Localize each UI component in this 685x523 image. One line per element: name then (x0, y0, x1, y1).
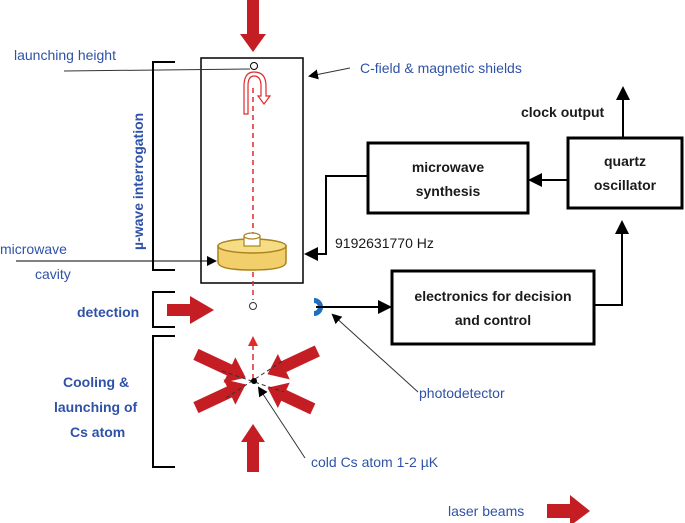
electronics-block (390, 269, 596, 346)
laser-beams-legend-label: laser beams (448, 503, 524, 519)
cooling-label-3: Cs atom (70, 424, 125, 440)
clock-output-label: clock output (521, 104, 605, 120)
c-field-leader (308, 67, 351, 80)
synthesis-label-1: microwave (412, 159, 485, 175)
electronics-to-quartz-line (594, 220, 629, 306)
atom-trajectory-turn-icon (243, 71, 272, 115)
bracket-detection (152, 291, 175, 328)
bracket-cooling (152, 335, 175, 468)
synthesis-to-cavity-line (304, 175, 368, 261)
photodetector-leader (331, 313, 419, 393)
detection-point-marker (249, 302, 257, 310)
electronics-label-2: and control (455, 312, 531, 328)
quartz-oscillator-block (566, 136, 684, 210)
launching-height-marker (250, 62, 258, 70)
detection-label: detection (77, 304, 139, 320)
laser-arrow-bottom (241, 424, 265, 472)
quartz-label-1: quartz (604, 153, 646, 169)
mu-wave-interrogation-label: µ-wave interrogation (130, 113, 146, 250)
microwave-cavity-label-1: microwave (0, 241, 67, 257)
bracket-mu-wave (152, 61, 175, 271)
launching-height-label: launching height (14, 47, 116, 63)
cooling-label-2: launching of (54, 399, 138, 415)
photodetector-label: photodetector (419, 385, 505, 401)
laser-arrow-detection (167, 296, 214, 324)
cooling-lasers (193, 345, 320, 472)
laser-arrow-upper-left (193, 348, 246, 383)
cooling-label-1: Cooling & (63, 374, 129, 390)
laser-arrow-lower-left (193, 379, 246, 414)
launching-height-leader (63, 68, 251, 72)
microwave-synthesis-block (366, 141, 530, 215)
laser-arrow-lower-right (267, 382, 316, 415)
cold-atom-dot (251, 378, 257, 384)
cold-atom-leader (257, 386, 306, 459)
legend-laser-arrow (547, 495, 590, 523)
c-field-label: C-field & magnetic shields (360, 60, 522, 76)
synthesis-label-2: synthesis (416, 183, 481, 199)
frequency-label: 9192631770 Hz (335, 235, 434, 251)
c-field-chamber (200, 57, 304, 284)
electronics-label-1: electronics for decision (414, 288, 571, 304)
cold-atom-label: cold Cs atom 1-2 µK (311, 454, 439, 470)
quartz-label-2: oscillator (594, 177, 657, 193)
laser-arrow-upper-right (267, 345, 320, 380)
microwave-cavity-icon (217, 232, 287, 271)
microwave-cavity-label-2: cavity (35, 266, 71, 282)
laser-arrow-top (240, 0, 266, 52)
